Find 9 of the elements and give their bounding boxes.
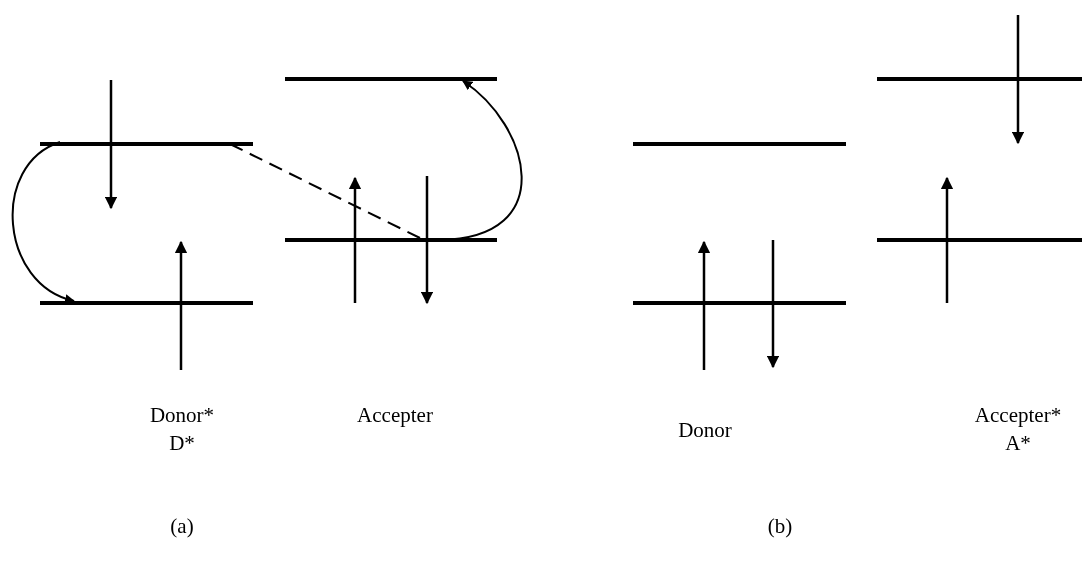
transfer-arrow [12,141,75,303]
state-label: Accepter* [974,405,1062,426]
state-symbol: D* [169,433,195,454]
panel-label: (a) [170,516,194,537]
state-label: Accepter [357,405,433,426]
state-label: Donor [678,420,732,441]
panel-label: (b) [767,516,793,537]
state-label: Donor* [149,405,215,426]
state-symbol: A* [1005,433,1031,454]
